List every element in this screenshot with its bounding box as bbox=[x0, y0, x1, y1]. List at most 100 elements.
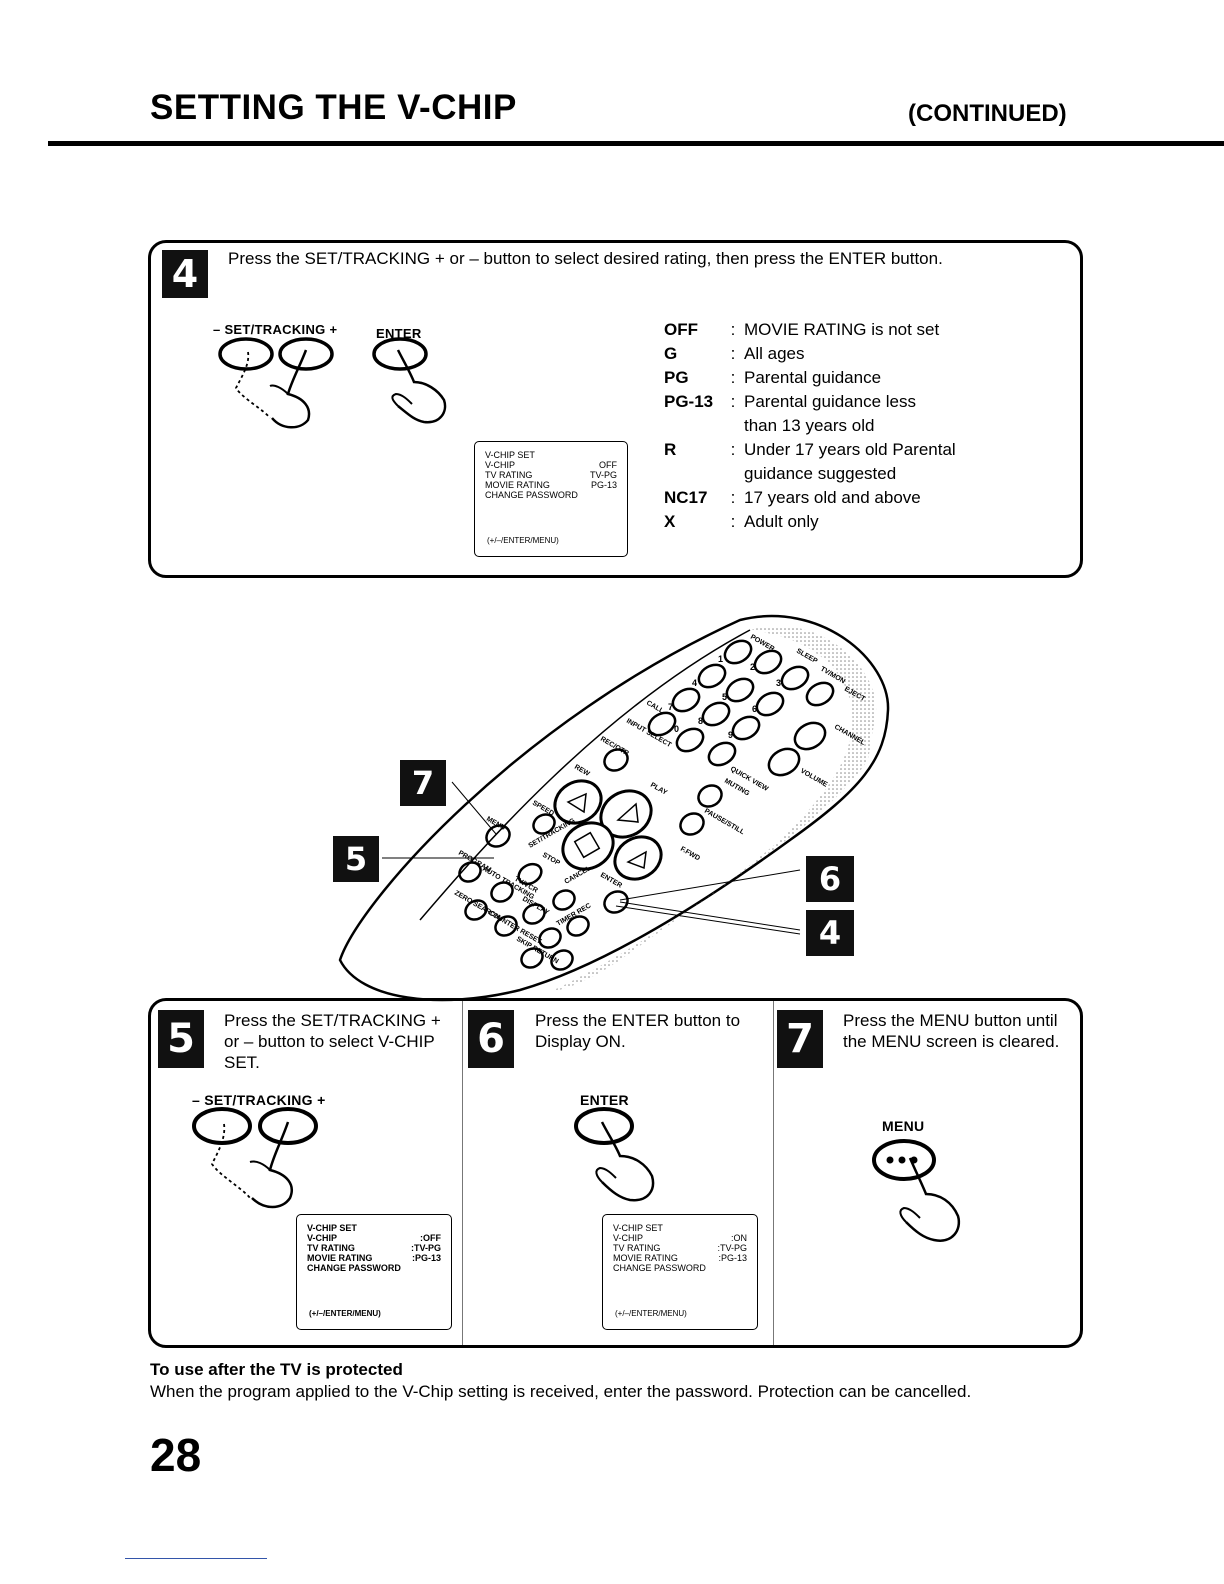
footer-heading: To use after the TV is protected bbox=[150, 1360, 403, 1379]
rating-desc: Parental guidance less than 13 years old bbox=[744, 392, 917, 435]
rating-row: X:Adult only bbox=[664, 510, 1004, 534]
step4-set-tracking-hand-icon bbox=[218, 337, 334, 429]
rating-code: G bbox=[664, 344, 678, 363]
rating-row: OFF:MOVIE RATING is not set bbox=[664, 318, 1004, 342]
osd-row: CHANGE PASSWORD bbox=[307, 1263, 441, 1273]
osd-footer: (+/–/ENTER/MENU) bbox=[615, 1309, 687, 1318]
rating-desc: Parental guidance bbox=[744, 368, 882, 387]
digit-9: 9 bbox=[728, 730, 733, 740]
page-number: 28 bbox=[150, 1429, 202, 1481]
callout-badge-5: 5 bbox=[333, 836, 379, 882]
callout-badge-4: 4 bbox=[806, 910, 854, 956]
number-keys bbox=[603, 639, 835, 836]
rating-desc: Under 17 years old Parental guidance sug… bbox=[744, 440, 956, 483]
osd-title: V-CHIP SET bbox=[485, 450, 535, 460]
page-title: SETTING THE V-CHIP bbox=[150, 88, 517, 127]
osd-row-label: MOVIE RATING bbox=[307, 1253, 373, 1263]
step4-enter-hand-icon bbox=[372, 337, 447, 424]
header-rule bbox=[48, 141, 1224, 146]
remote-control-illustration: POWER SLEEP TV/MON EJECT CALL INPUT SELE… bbox=[338, 614, 890, 1002]
step4-instruction: Press the SET/TRACKING + or – button to … bbox=[228, 249, 943, 268]
osd-row-label: MOVIE RATING bbox=[613, 1253, 678, 1263]
callout-badge-7: 7 bbox=[400, 760, 446, 806]
step7-menu-hand-icon bbox=[872, 1139, 961, 1242]
rating-desc: All ages bbox=[744, 344, 805, 363]
osd-row-value: PG-13 bbox=[590, 480, 617, 490]
osd-row: V-CHIP :ON bbox=[613, 1233, 747, 1243]
osd-row-label: V-CHIP bbox=[485, 460, 516, 470]
osd-footer: (+/–/ENTER/MENU) bbox=[487, 536, 559, 545]
osd-row-value: :TV-PG bbox=[717, 1243, 747, 1253]
rating-row: NC17:17 years old and above bbox=[664, 486, 1004, 510]
continued-label: (CONTINUED) bbox=[908, 100, 1067, 127]
rating-row: PG:Parental guidance bbox=[664, 366, 1004, 390]
osd-row: TV RATING :TV-PG bbox=[613, 1243, 747, 1253]
rating-desc: Adult only bbox=[744, 512, 819, 531]
step6-badge: 6 bbox=[468, 1010, 514, 1068]
rating-code: PG-13 bbox=[664, 392, 714, 411]
rating-desc: 17 years old and above bbox=[744, 488, 921, 507]
digit-4: 4 bbox=[692, 678, 697, 688]
digit-6: 6 bbox=[752, 704, 757, 714]
bottom-rule bbox=[125, 1558, 267, 1559]
osd-row-label: TV RATING bbox=[613, 1243, 661, 1253]
osd-row-label: TV RATING bbox=[485, 470, 533, 480]
step5-set-tracking-label: – SET/TRACKING + bbox=[192, 1092, 326, 1108]
osd-row: CHANGE PASSWORD bbox=[613, 1263, 747, 1273]
rating-code: R bbox=[664, 440, 677, 459]
digit-8: 8 bbox=[698, 716, 703, 726]
osd-row: MOVIE RATING :PG-13 bbox=[613, 1253, 747, 1263]
digit-1: 1 bbox=[718, 654, 723, 664]
osd-row-label: TV RATING bbox=[307, 1243, 355, 1253]
osd-row-label: V-CHIP bbox=[307, 1233, 338, 1243]
rating-code: NC17 bbox=[664, 488, 708, 507]
osd-row: MOVIE RATING:PG-13 bbox=[307, 1253, 441, 1263]
osd-row-value: TV-PG bbox=[589, 470, 617, 480]
column-divider bbox=[462, 1001, 463, 1345]
osd-row-value: :TV-PG bbox=[410, 1243, 441, 1253]
rating-code: PG bbox=[664, 368, 689, 387]
osd-row-value: :PG-13 bbox=[718, 1253, 747, 1263]
osd-footer: (+/–/ENTER/MENU) bbox=[309, 1309, 381, 1318]
rating-row: PG-13:Parental guidance less than 13 yea… bbox=[664, 390, 1004, 438]
step5-set-tracking-hand-icon bbox=[192, 1107, 318, 1209]
step7-menu-label: MENU bbox=[882, 1118, 925, 1134]
step5-osd-screen: V-CHIP SET V-CHIP :OFF TV RATING :TV-PG MO… bbox=[296, 1214, 452, 1330]
step5-badge: 5 bbox=[158, 1010, 204, 1068]
digit-0: 0 bbox=[674, 724, 679, 734]
digit-2: 2 bbox=[750, 662, 755, 672]
osd-row-label: CHANGE PASSWORD bbox=[307, 1263, 401, 1273]
osd-row: MOVIE RATING PG-13 bbox=[485, 480, 617, 490]
osd-row: TV RATING TV-PG bbox=[485, 470, 617, 480]
callout-badge-6: 6 bbox=[806, 856, 854, 902]
osd-row-label: V-CHIP bbox=[613, 1233, 644, 1243]
step7-badge: 7 bbox=[777, 1010, 823, 1068]
osd-title: V-CHIP SET bbox=[613, 1223, 663, 1233]
step6-instruction: Press the ENTER button to Display ON. bbox=[535, 1011, 741, 1051]
osd-title: V-CHIP SET bbox=[307, 1223, 357, 1233]
osd-row-label: CHANGE PASSWORD bbox=[485, 490, 578, 500]
step4-panel bbox=[148, 240, 1083, 578]
lower-keys bbox=[458, 813, 629, 971]
step5-instruction: Press the SET/TRACKING + or – button to … bbox=[224, 1011, 441, 1072]
step6-enter-hand-icon bbox=[574, 1107, 655, 1202]
step6-osd-screen: V-CHIP SET V-CHIP :ON TV RATING :TV-PG MOV… bbox=[602, 1214, 758, 1330]
step6-enter-label: ENTER bbox=[580, 1092, 629, 1108]
osd-row-label: MOVIE RATING bbox=[485, 480, 550, 490]
digit-3: 3 bbox=[776, 678, 781, 688]
rating-code: OFF bbox=[664, 320, 698, 339]
steps-5-6-7-panel bbox=[148, 998, 1083, 1348]
transport-keys bbox=[553, 779, 663, 881]
step4-enter-label: ENTER bbox=[376, 326, 422, 341]
callout-lines bbox=[382, 781, 801, 935]
osd-row-value: :ON bbox=[730, 1233, 747, 1243]
rating-row: G:All ages bbox=[664, 342, 1004, 366]
rating-row: R:Under 17 years old Parental guidance s… bbox=[664, 438, 1004, 486]
osd-row-value: :OFF bbox=[420, 1233, 441, 1243]
osd-row: V-CHIP :OFF bbox=[307, 1233, 441, 1243]
rating-desc: MOVIE RATING is not set bbox=[744, 320, 940, 339]
osd-row: CHANGE PASSWORD bbox=[485, 490, 617, 500]
step4-badge: 4 bbox=[162, 250, 208, 298]
digit-7: 7 bbox=[668, 702, 673, 712]
